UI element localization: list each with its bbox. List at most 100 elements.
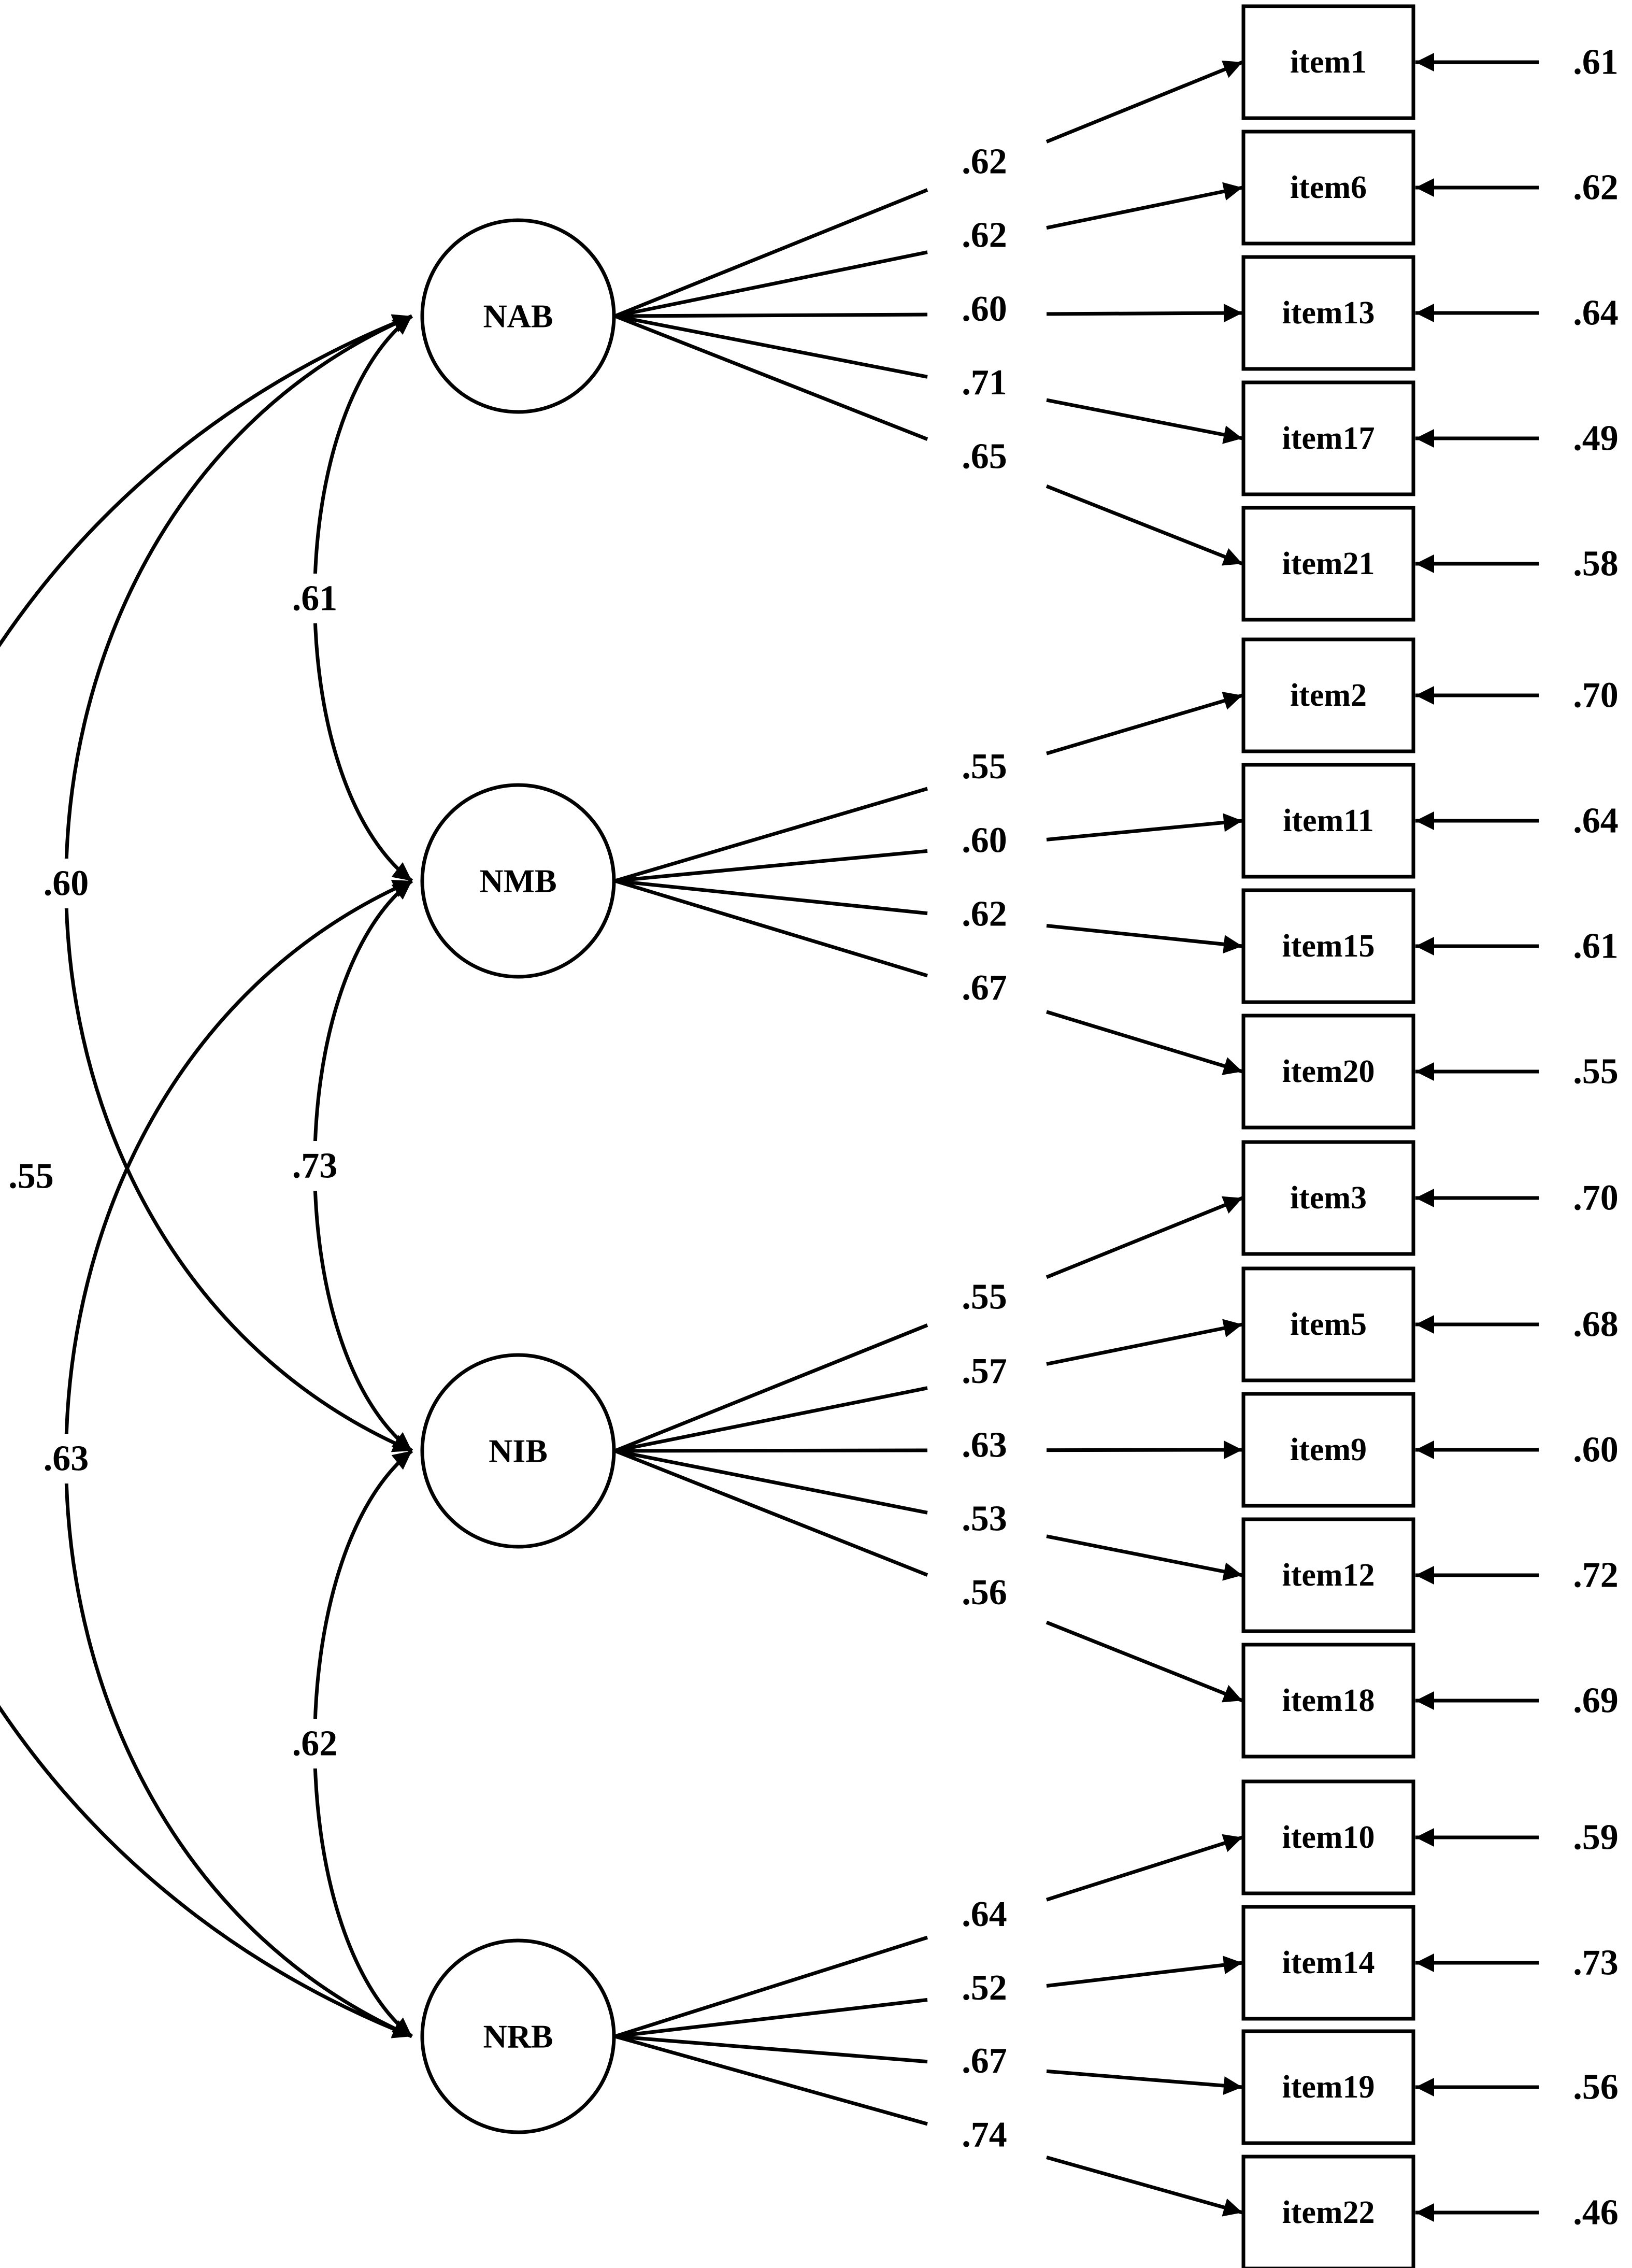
error-variance: .46 — [1573, 2193, 1619, 2233]
indicator-label: item21 — [1282, 546, 1375, 581]
loading-arrow — [1046, 2156, 1243, 2217]
loading-path — [614, 314, 928, 441]
error-variance: .64 — [1573, 293, 1619, 333]
indicator-label: item17 — [1282, 421, 1375, 456]
loading-arrow — [1046, 1534, 1243, 1581]
error-variance: .61 — [1573, 926, 1619, 966]
error-variance: .72 — [1573, 1556, 1619, 1595]
loading-path — [614, 849, 928, 883]
error-variance: .60 — [1573, 1430, 1619, 1470]
loading-path — [614, 2034, 928, 2064]
loading-value: .67 — [962, 2041, 1007, 2081]
indicator-box — [1241, 1905, 1415, 2021]
loading-value: .64 — [962, 1894, 1007, 1934]
loading-arrow — [1046, 182, 1243, 230]
correlation-arc — [64, 879, 413, 2038]
loading-path — [614, 188, 928, 318]
loading-path — [614, 1998, 928, 2038]
labels-layer: NABNMBNIBNRBitem1.62.61item6.62.62item13… — [0, 42, 1619, 2233]
indicator-box — [1241, 888, 1415, 1004]
loading-path — [614, 1935, 928, 2038]
indicator-label: item20 — [1282, 1054, 1375, 1089]
loading-arrow — [1046, 1956, 1243, 1988]
indicator-box — [1241, 1140, 1415, 1256]
correlation-label-bg — [278, 1719, 351, 1768]
loading-value: .63 — [962, 1425, 1007, 1465]
loading-value: .53 — [962, 1499, 1007, 1539]
loading-path — [614, 1386, 928, 1453]
indicator-label: item5 — [1290, 1307, 1367, 1342]
loading-arrow — [1046, 813, 1243, 841]
loading-value: .67 — [962, 968, 1007, 1008]
correlation-label-bg — [278, 574, 351, 623]
indicator-label: item14 — [1282, 1945, 1375, 1980]
correlation-label-bg — [30, 859, 103, 908]
latent-label-nab: NAB — [483, 298, 553, 335]
loading-arrow — [1046, 2069, 1243, 2095]
loading-value: .65 — [962, 436, 1007, 476]
loading-arrow — [1046, 1010, 1243, 1075]
error-variance: .59 — [1573, 1818, 1619, 1858]
indicator-label: item6 — [1290, 170, 1367, 205]
correlation-label-bg — [30, 1434, 103, 1484]
loading-path — [614, 2034, 928, 2126]
error-variance: .56 — [1573, 2067, 1619, 2107]
indicator-label: item12 — [1282, 1558, 1375, 1593]
correlation-arc — [0, 314, 413, 2038]
error-variance: .62 — [1573, 168, 1619, 208]
error-variance: .49 — [1573, 419, 1619, 459]
indicator-box — [1241, 506, 1415, 622]
correlation-label-bg — [0, 1151, 67, 1201]
latent-label-nmb: NMB — [479, 863, 556, 900]
indicator-label: item19 — [1282, 2070, 1375, 2105]
indicator-box — [1241, 1643, 1415, 1759]
indicator-label: item15 — [1282, 929, 1375, 964]
correlation-value: .60 — [44, 864, 89, 904]
loading-path — [614, 312, 928, 318]
indicator-label: item13 — [1282, 295, 1375, 331]
error-variance: .58 — [1573, 544, 1619, 584]
correlation-value: .55 — [8, 1157, 54, 1196]
indicator-box — [1241, 1517, 1415, 1633]
indicator-box — [1241, 763, 1415, 879]
loading-path — [614, 879, 928, 916]
correlation-value: .63 — [44, 1439, 89, 1479]
loading-arrow — [1046, 691, 1243, 755]
loading-arrow — [1046, 60, 1243, 144]
loading-path — [614, 1449, 928, 1515]
nodes-layer — [420, 4, 1415, 2268]
indicator-box — [1241, 2155, 1415, 2268]
latent-circle-nmb — [420, 783, 616, 979]
loading-arrow — [1046, 1620, 1243, 1703]
loading-value: .71 — [962, 363, 1007, 403]
error-variance: .61 — [1573, 42, 1619, 82]
indicator-box — [1241, 1014, 1415, 1130]
latent-label-nib: NIB — [489, 1433, 548, 1470]
indicator-label: item22 — [1282, 2195, 1375, 2230]
indicator-box — [1241, 637, 1415, 753]
error-variance: .70 — [1573, 1178, 1619, 1218]
links-layer — [0, 53, 1539, 2222]
correlation-value: .61 — [292, 579, 338, 619]
loading-value: .62 — [962, 141, 1007, 181]
loading-path — [614, 314, 928, 379]
indicator-box — [1241, 2029, 1415, 2145]
loading-path — [614, 879, 928, 978]
loading-path — [614, 250, 928, 318]
indicator-box — [1241, 1266, 1415, 1382]
indicator-box — [1241, 255, 1415, 371]
loading-arrow — [1046, 1319, 1243, 1366]
error-variance: .73 — [1573, 1943, 1619, 1983]
loading-path — [614, 1448, 928, 1453]
loading-value: .56 — [962, 1573, 1007, 1613]
correlation-arc — [64, 314, 413, 1453]
loading-arrow — [1046, 1834, 1243, 1902]
indicator-box — [1241, 1779, 1415, 1895]
loading-value: .74 — [962, 2115, 1007, 2155]
indicator-label: item10 — [1282, 1820, 1375, 1855]
loading-value: .60 — [962, 820, 1007, 860]
indicator-box — [1241, 380, 1415, 496]
loading-arrow — [1046, 304, 1243, 323]
error-variance: .68 — [1573, 1305, 1619, 1345]
